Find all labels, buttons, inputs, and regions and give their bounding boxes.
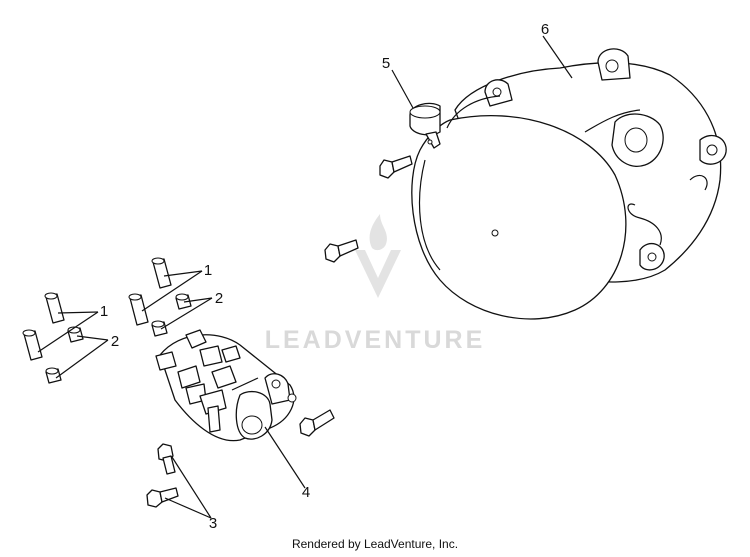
- callout-1-lower: 1: [100, 303, 108, 320]
- flange-bolt-part-3: [146, 443, 179, 508]
- cover-housing-part-6: [411, 48, 727, 320]
- sleeve-part-1: [22, 257, 172, 361]
- bolt-lower-right: [299, 409, 335, 437]
- callout-1-upper: 1: [204, 262, 212, 279]
- callout-labels: 6 5 1 2 1 2 4 3: [100, 21, 549, 532]
- bolt-middle: [324, 239, 359, 263]
- callout-3: 3: [209, 515, 217, 532]
- valve-assembly-part-4: [155, 329, 297, 442]
- callout-2-lower: 2: [111, 333, 119, 350]
- callout-4: 4: [302, 484, 310, 501]
- callout-2-upper: 2: [215, 290, 223, 307]
- callout-6: 6: [541, 21, 549, 38]
- callout-5: 5: [382, 55, 390, 72]
- clip-part-5: [409, 102, 441, 149]
- watermark-text: LEADVENTURE: [265, 326, 486, 354]
- bolt-upper: [379, 155, 413, 179]
- footer-credit: Rendered by LeadVenture, Inc.: [291, 537, 459, 551]
- leadventure-watermark: LEADVENTURE: [265, 214, 486, 354]
- leader-lines: [37, 35, 573, 519]
- bushing-part-2: [45, 293, 192, 384]
